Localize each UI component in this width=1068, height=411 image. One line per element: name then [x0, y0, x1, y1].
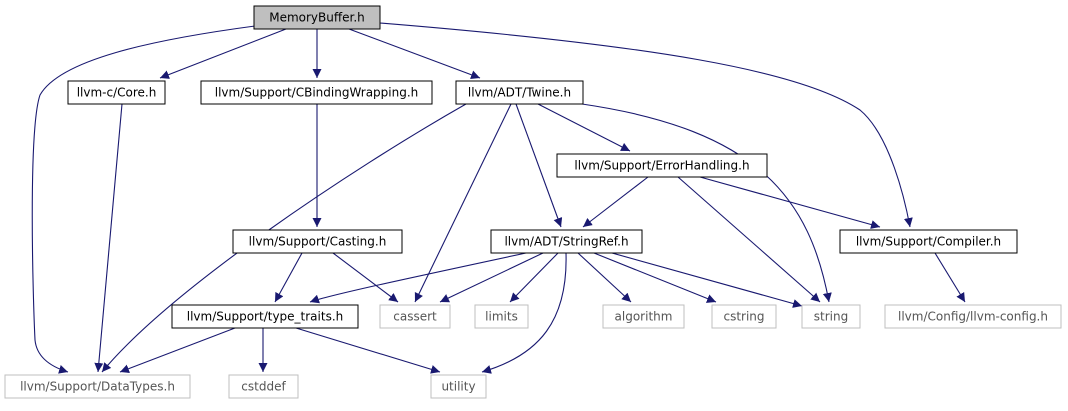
- node-casting[interactable]: llvm/Support/Casting.h: [232, 229, 403, 254]
- node-box: [490, 229, 643, 254]
- edge-memorybuffer-to-twine: [348, 28, 481, 80]
- node-label: cstddef: [241, 380, 286, 394]
- node-label: cassert: [393, 310, 437, 324]
- edge-errorhandling-to-stringref: [582, 176, 649, 228]
- node-box: [711, 304, 777, 329]
- node-limits: limits: [474, 304, 529, 329]
- node-label: llvm/ADT/StringRef.h: [504, 235, 628, 249]
- edges-layer: [31, 22, 966, 374]
- edge-typetraits-to-datatypes: [119, 327, 236, 373]
- edge-casting-to-cassert: [332, 252, 399, 303]
- edge-stringref-to-string: [611, 252, 803, 308]
- node-box: [253, 5, 381, 30]
- nodes-layer: MemoryBuffer.h llvm-c/Core.h llvm/Support/…: [4, 5, 1062, 399]
- node-label: cstring: [723, 310, 764, 324]
- node-label: algorithm: [615, 310, 673, 324]
- node-label: llvm/Support/DataTypes.h: [20, 380, 175, 394]
- edge-twine-to-errorhandling: [537, 103, 631, 152]
- node-twine[interactable]: llvm/ADT/Twine.h: [455, 80, 584, 105]
- node-llvmconfig: llvm/Config/llvm-config.h: [884, 304, 1062, 329]
- edge-memorybuffer-to-core: [159, 28, 287, 79]
- edge-stringref-to-algorithm: [577, 252, 632, 303]
- node-string: string: [801, 304, 861, 329]
- edge-errorhandling-to-string: [677, 176, 821, 303]
- node-box: [556, 153, 768, 178]
- node-label: string: [814, 310, 848, 324]
- node-algorithm: algorithm: [602, 304, 685, 329]
- edge-stringref-to-utility: [481, 252, 567, 374]
- node-label: llvm/Support/ErrorHandling.h: [574, 159, 749, 173]
- edge-stringref-to-limits: [509, 252, 559, 303]
- node-label: llvm/ADT/Twine.h: [468, 86, 571, 100]
- node-cassert: cassert: [379, 304, 451, 329]
- node-label: llvm-c/Core.h: [77, 86, 157, 100]
- node-box: [839, 229, 1018, 254]
- edge-twine-to-cassert: [414, 103, 512, 303]
- edge-memorybuffer-to-datatypes: [31, 25, 256, 374]
- node-box: [455, 80, 584, 105]
- node-box: [801, 304, 861, 329]
- node-box: [430, 374, 487, 399]
- node-errorhandling[interactable]: llvm/Support/ErrorHandling.h: [556, 153, 768, 178]
- node-box: [884, 304, 1062, 329]
- node-box: [67, 80, 166, 105]
- node-label: utility: [441, 380, 475, 394]
- node-label: limits: [485, 310, 518, 324]
- node-compiler[interactable]: llvm/Support/Compiler.h: [839, 229, 1018, 254]
- node-core[interactable]: llvm-c/Core.h: [67, 80, 166, 105]
- edge-stringref-to-typetraits: [309, 252, 527, 304]
- node-cstring: cstring: [711, 304, 777, 329]
- node-label: llvm/Support/Compiler.h: [856, 235, 1001, 249]
- node-label: llvm/Support/type_traits.h: [187, 310, 344, 324]
- node-box: [4, 374, 191, 399]
- node-box: [171, 304, 359, 329]
- edge-typetraits-to-utility: [295, 327, 441, 374]
- node-box: [379, 304, 451, 329]
- node-box: [602, 304, 685, 329]
- node-box: [474, 304, 529, 329]
- edge-casting-to-typetraits: [274, 252, 303, 303]
- edge-stringref-to-cstring: [593, 252, 717, 303]
- node-box: [200, 80, 433, 105]
- node-label: llvm/Config/llvm-config.h: [898, 310, 1048, 324]
- node-label: MemoryBuffer.h: [269, 11, 365, 25]
- node-stringref[interactable]: llvm/ADT/StringRef.h: [490, 229, 643, 254]
- edge-twine-to-stringref: [515, 103, 563, 228]
- node-box: [228, 374, 299, 399]
- node-cstddef: cstddef: [228, 374, 299, 399]
- edge-compiler-to-llvmconfig: [934, 252, 966, 303]
- node-typetraits[interactable]: llvm/Support/type_traits.h: [171, 304, 359, 329]
- node-label: llvm/Support/Casting.h: [249, 235, 387, 249]
- node-cbinding[interactable]: llvm/Support/CBindingWrapping.h: [200, 80, 433, 105]
- edge-memorybuffer-to-compiler: [379, 22, 913, 228]
- node-label: llvm/Support/CBindingWrapping.h: [215, 86, 419, 100]
- node-datatypes: llvm/Support/DataTypes.h: [4, 374, 191, 399]
- node-box: [232, 229, 403, 254]
- edge-core-to-datatypes: [94, 103, 123, 373]
- edge-errorhandling-to-compiler: [699, 176, 881, 229]
- node-utility: utility: [430, 374, 487, 399]
- node-memorybuffer[interactable]: MemoryBuffer.h: [253, 5, 381, 30]
- edge-stringref-to-cassert: [439, 252, 544, 303]
